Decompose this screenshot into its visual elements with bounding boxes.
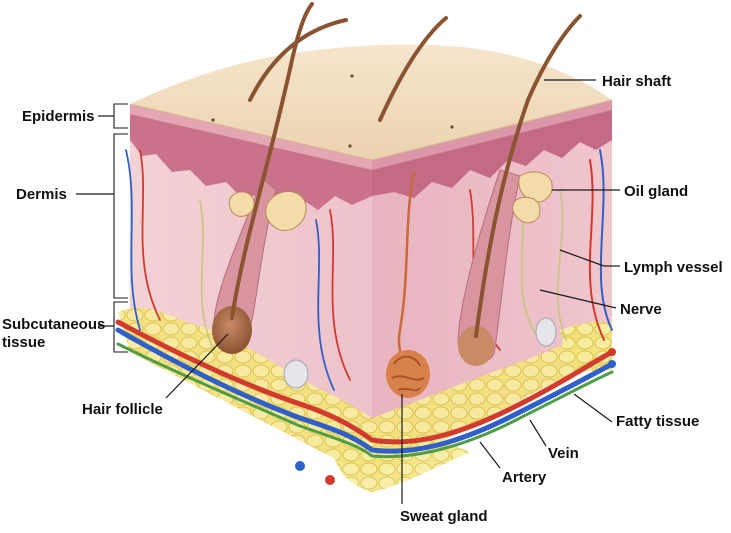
dermis-bracket xyxy=(114,134,128,298)
label-hair-shaft: Hair shaft xyxy=(602,73,671,90)
label-sweat-gland: Sweat gland xyxy=(400,508,488,525)
label-dermis: Dermis xyxy=(16,186,67,203)
label-hair-follicle: Hair follicle xyxy=(82,401,163,418)
label-vein: Vein xyxy=(548,445,579,462)
label-artery: Artery xyxy=(502,469,547,486)
label-subcutaneous-line2: tissue xyxy=(2,334,45,351)
skin-block xyxy=(118,45,612,492)
label-epidermis: Epidermis xyxy=(22,108,95,125)
label-nerve: Nerve xyxy=(620,301,662,318)
label-oil-gland: Oil gland xyxy=(624,183,688,200)
label-subcutaneous-line1: Subcutaneous xyxy=(2,316,105,333)
epidermis-bracket xyxy=(114,104,128,128)
label-lymph-vessel: Lymph vessel xyxy=(624,259,723,276)
label-fatty-tissue: Fatty tissue xyxy=(616,413,699,430)
